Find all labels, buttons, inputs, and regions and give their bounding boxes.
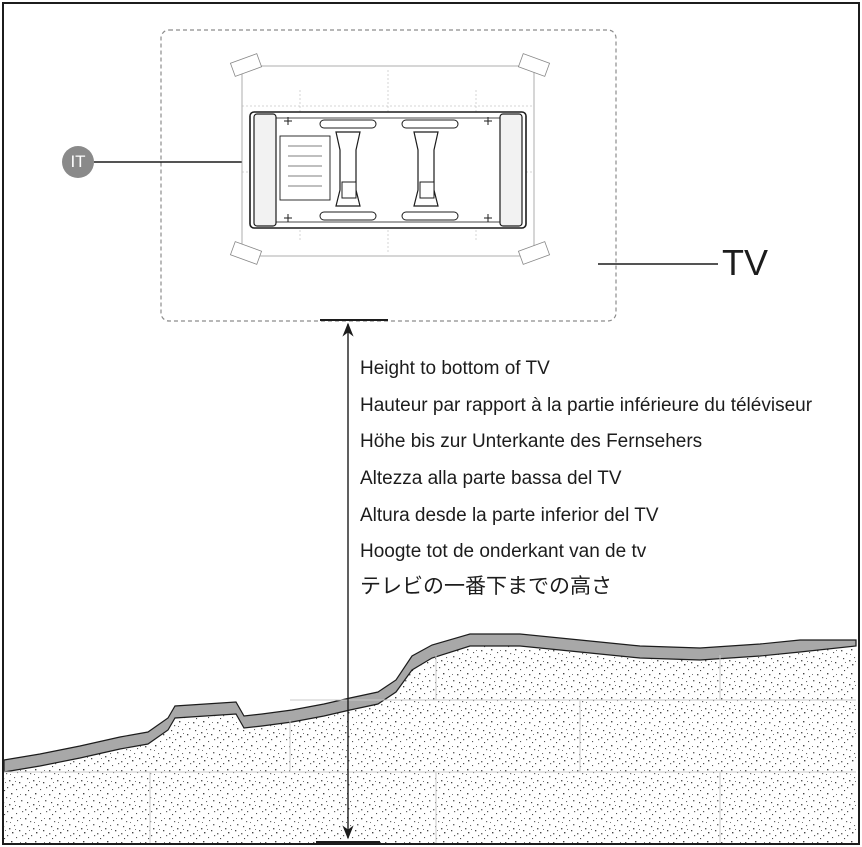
height-label-ja: テレビの一番下までの高さ	[360, 574, 612, 598]
tv-outline	[160, 29, 617, 322]
height-label-es: Altura desde la parte inferior del TV	[360, 505, 659, 526]
height-label-it: Altezza alla parte bassa del TV	[360, 468, 622, 489]
height-label-de: Höhe bis zur Unterkante des Fernsehers	[360, 431, 703, 452]
it-callout-badge: IT	[62, 146, 94, 178]
height-dimension	[316, 319, 388, 843]
height-label-en: Height to bottom of TV	[360, 358, 550, 379]
height-label-nl: Hoogte tot de onderkant van de tv	[360, 541, 647, 562]
tv-callout-label: TV	[722, 242, 769, 283]
height-label-fr: Hauteur par rapport à la partie inférieu…	[360, 395, 813, 416]
floor-ground	[3, 633, 857, 843]
wall-mount-bracket	[249, 111, 527, 229]
